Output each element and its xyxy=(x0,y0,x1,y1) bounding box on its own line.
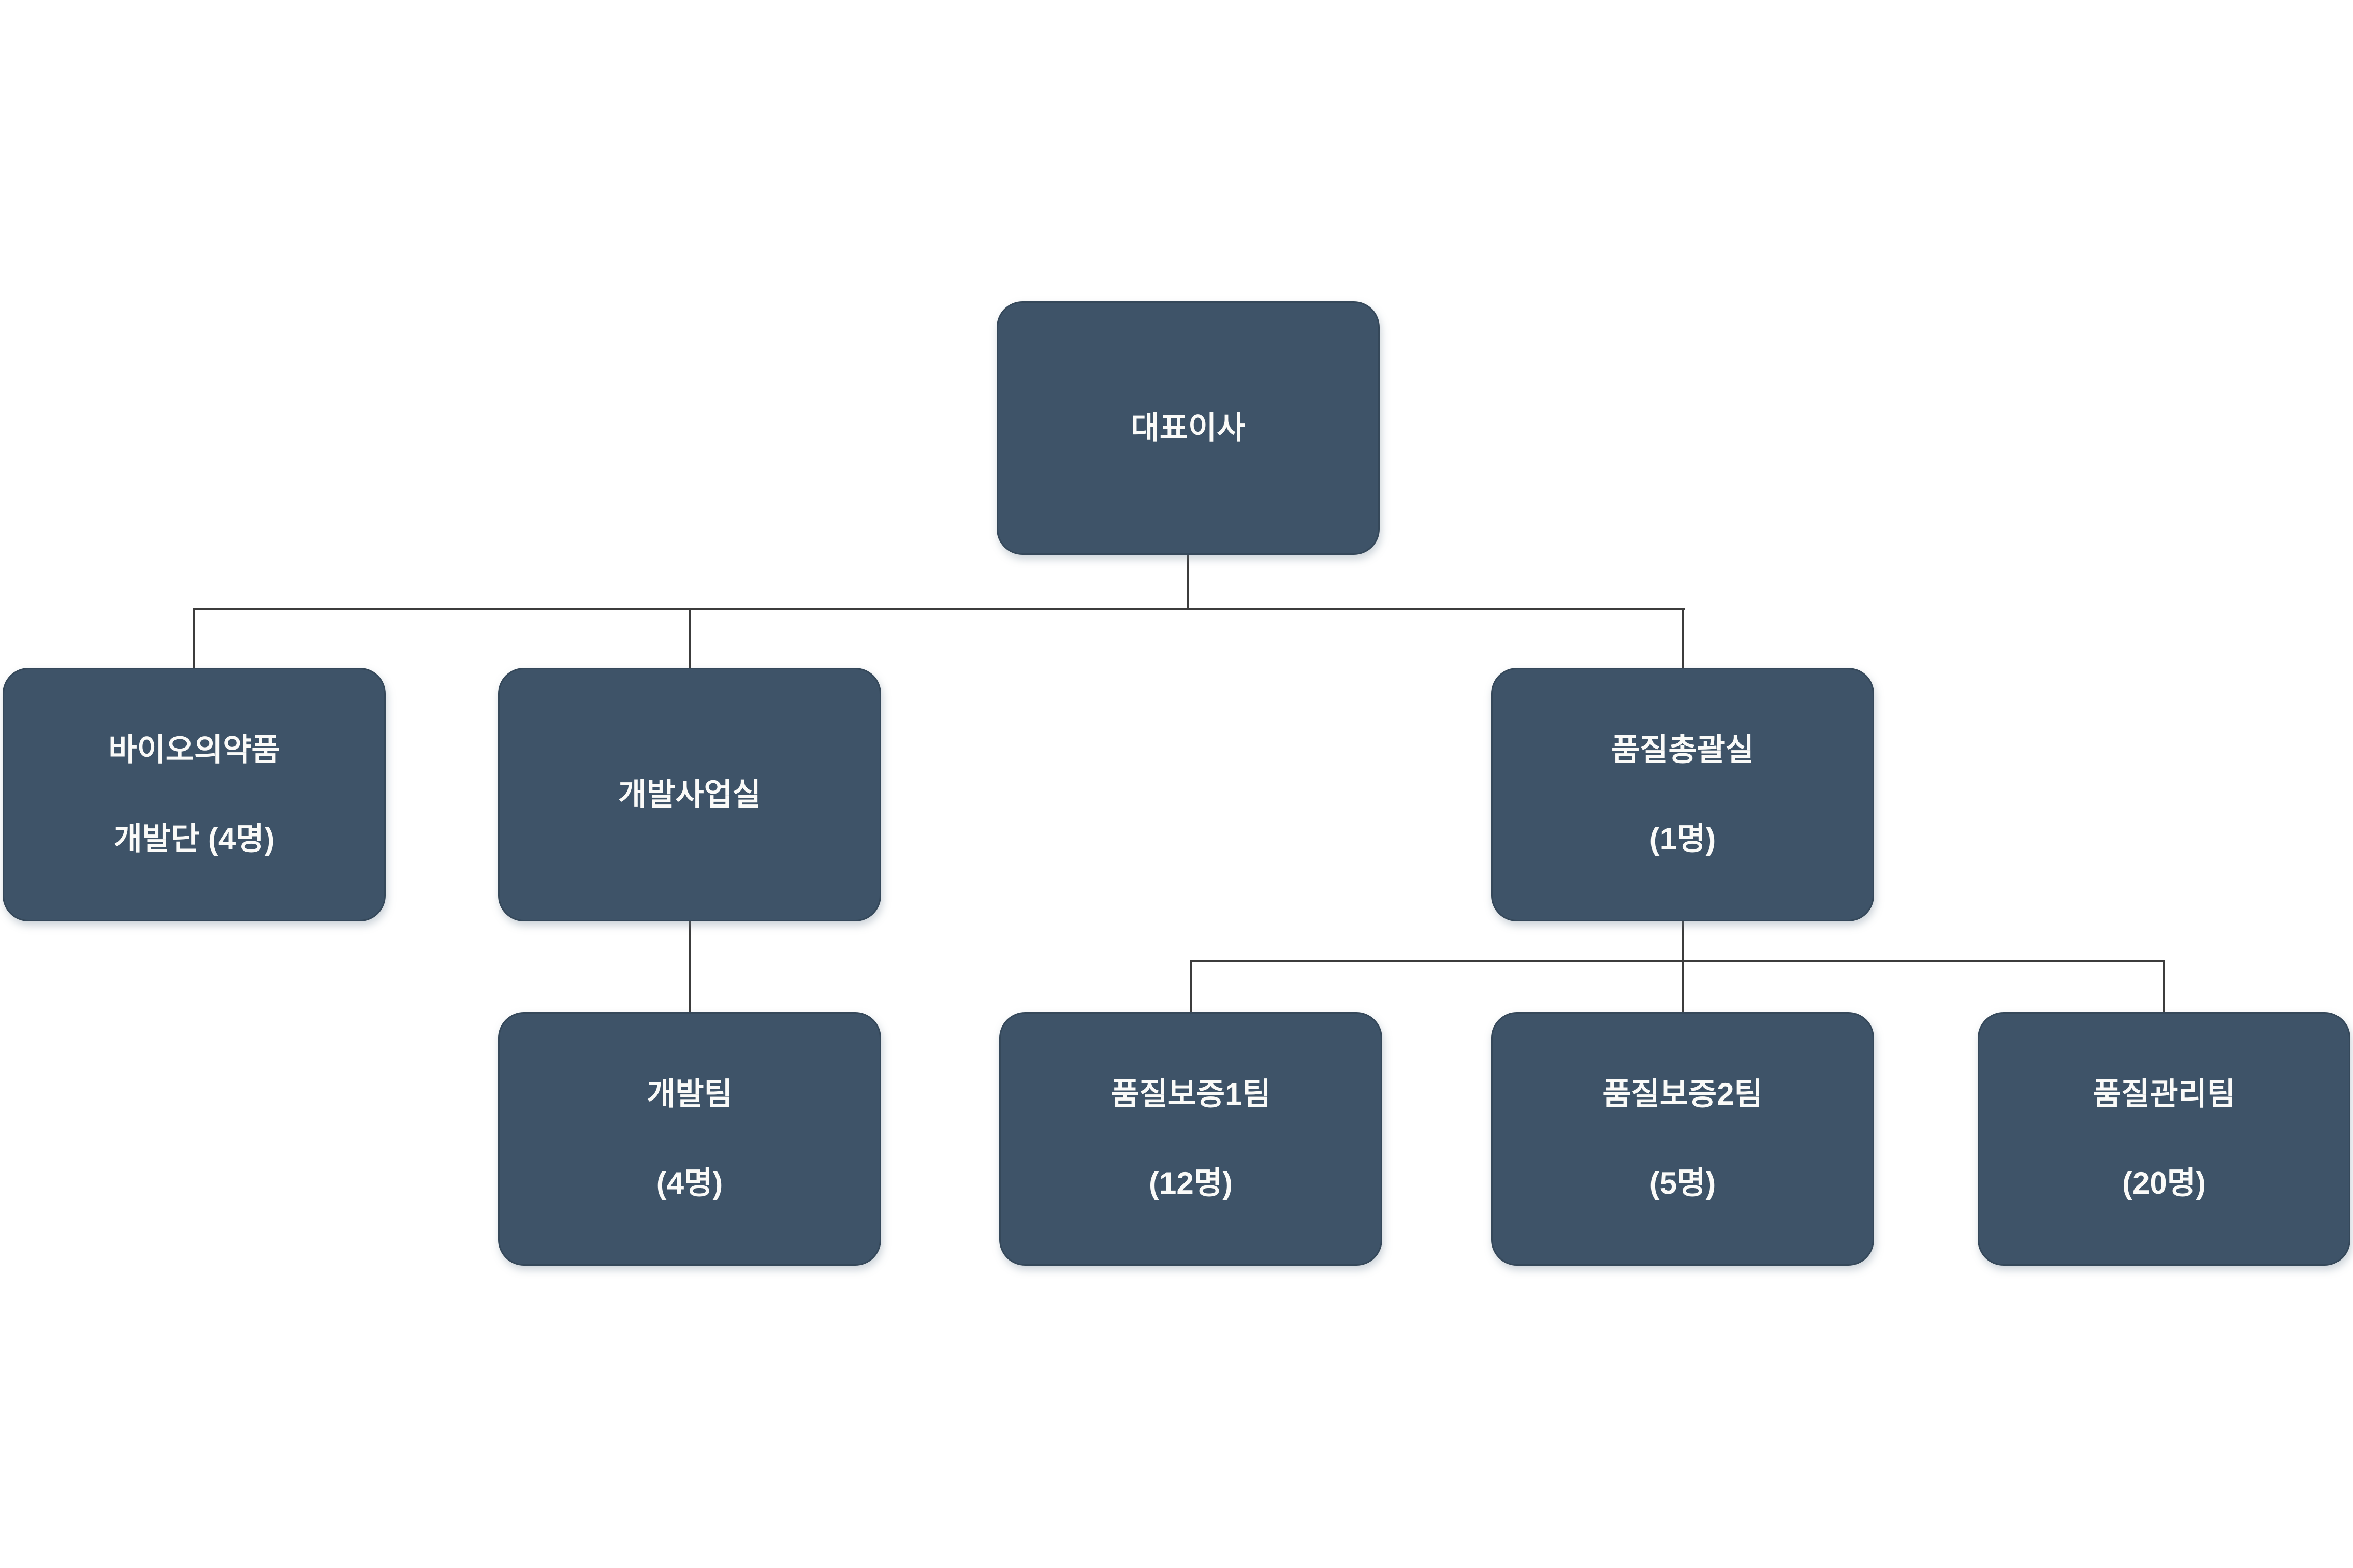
org-node-dev-team-label-line2: (4명) xyxy=(656,1166,723,1200)
org-node-dev-team: 개발팀 (4명) xyxy=(498,1012,881,1266)
org-node-qa-team1-label-line2: (12명) xyxy=(1149,1166,1233,1200)
org-node-quality-office: 품질총괄실 (1명) xyxy=(1491,668,1874,921)
org-node-dev-office: 개발사업실 xyxy=(498,668,881,921)
org-node-ceo-label: 대표이사 xyxy=(1131,411,1246,445)
connector-drop-qa1 xyxy=(1190,960,1192,1013)
org-node-dev-office-label: 개발사업실 xyxy=(618,777,761,812)
org-node-bio-dev-group: 바이오의약품 개발단 (4명) xyxy=(3,668,386,921)
org-node-bio-dev-group-label-line2: 개발단 (4명) xyxy=(113,822,275,856)
connector-level3-rail xyxy=(1190,960,2165,962)
org-node-qa-team1: 품질보증1팀 (12명) xyxy=(999,1012,1382,1266)
org-node-ceo: 대표이사 xyxy=(997,301,1380,555)
connector-drop-bio xyxy=(193,608,195,669)
org-node-quality-office-label-line2: (1명) xyxy=(1649,822,1716,856)
org-node-qa-team1-label-line1: 품질보증1팀 xyxy=(1110,1077,1271,1111)
org-node-qa-team2: 품질보증2팀 (5명) xyxy=(1491,1012,1874,1266)
org-node-qa-team2-label-line1: 품질보증2팀 xyxy=(1602,1077,1763,1111)
org-node-qc-team: 품질관리팀 (20명) xyxy=(1978,1012,2350,1266)
connector-drop-quality xyxy=(1682,608,1684,669)
connector-level2-rail xyxy=(193,608,1685,610)
org-node-qa-team2-label-line2: (5명) xyxy=(1649,1166,1716,1200)
org-node-bio-dev-group-label-line1: 바이오의약품 xyxy=(108,732,280,767)
org-node-quality-office-label-line1: 품질총괄실 xyxy=(1611,732,1754,767)
connector-ceo-stem xyxy=(1187,555,1189,610)
connector-devoffice-stem xyxy=(689,921,691,1013)
org-node-qc-team-label-line2: (20명) xyxy=(2122,1166,2206,1200)
connector-drop-qa2 xyxy=(1682,960,1684,1013)
connector-drop-qc xyxy=(2163,960,2165,1013)
connector-quality-stem xyxy=(1682,921,1684,962)
org-node-qc-team-label-line1: 품질관리팀 xyxy=(2093,1077,2235,1111)
connector-drop-devoffice xyxy=(689,608,691,669)
org-node-dev-team-label-line1: 개발팀 xyxy=(647,1077,733,1111)
